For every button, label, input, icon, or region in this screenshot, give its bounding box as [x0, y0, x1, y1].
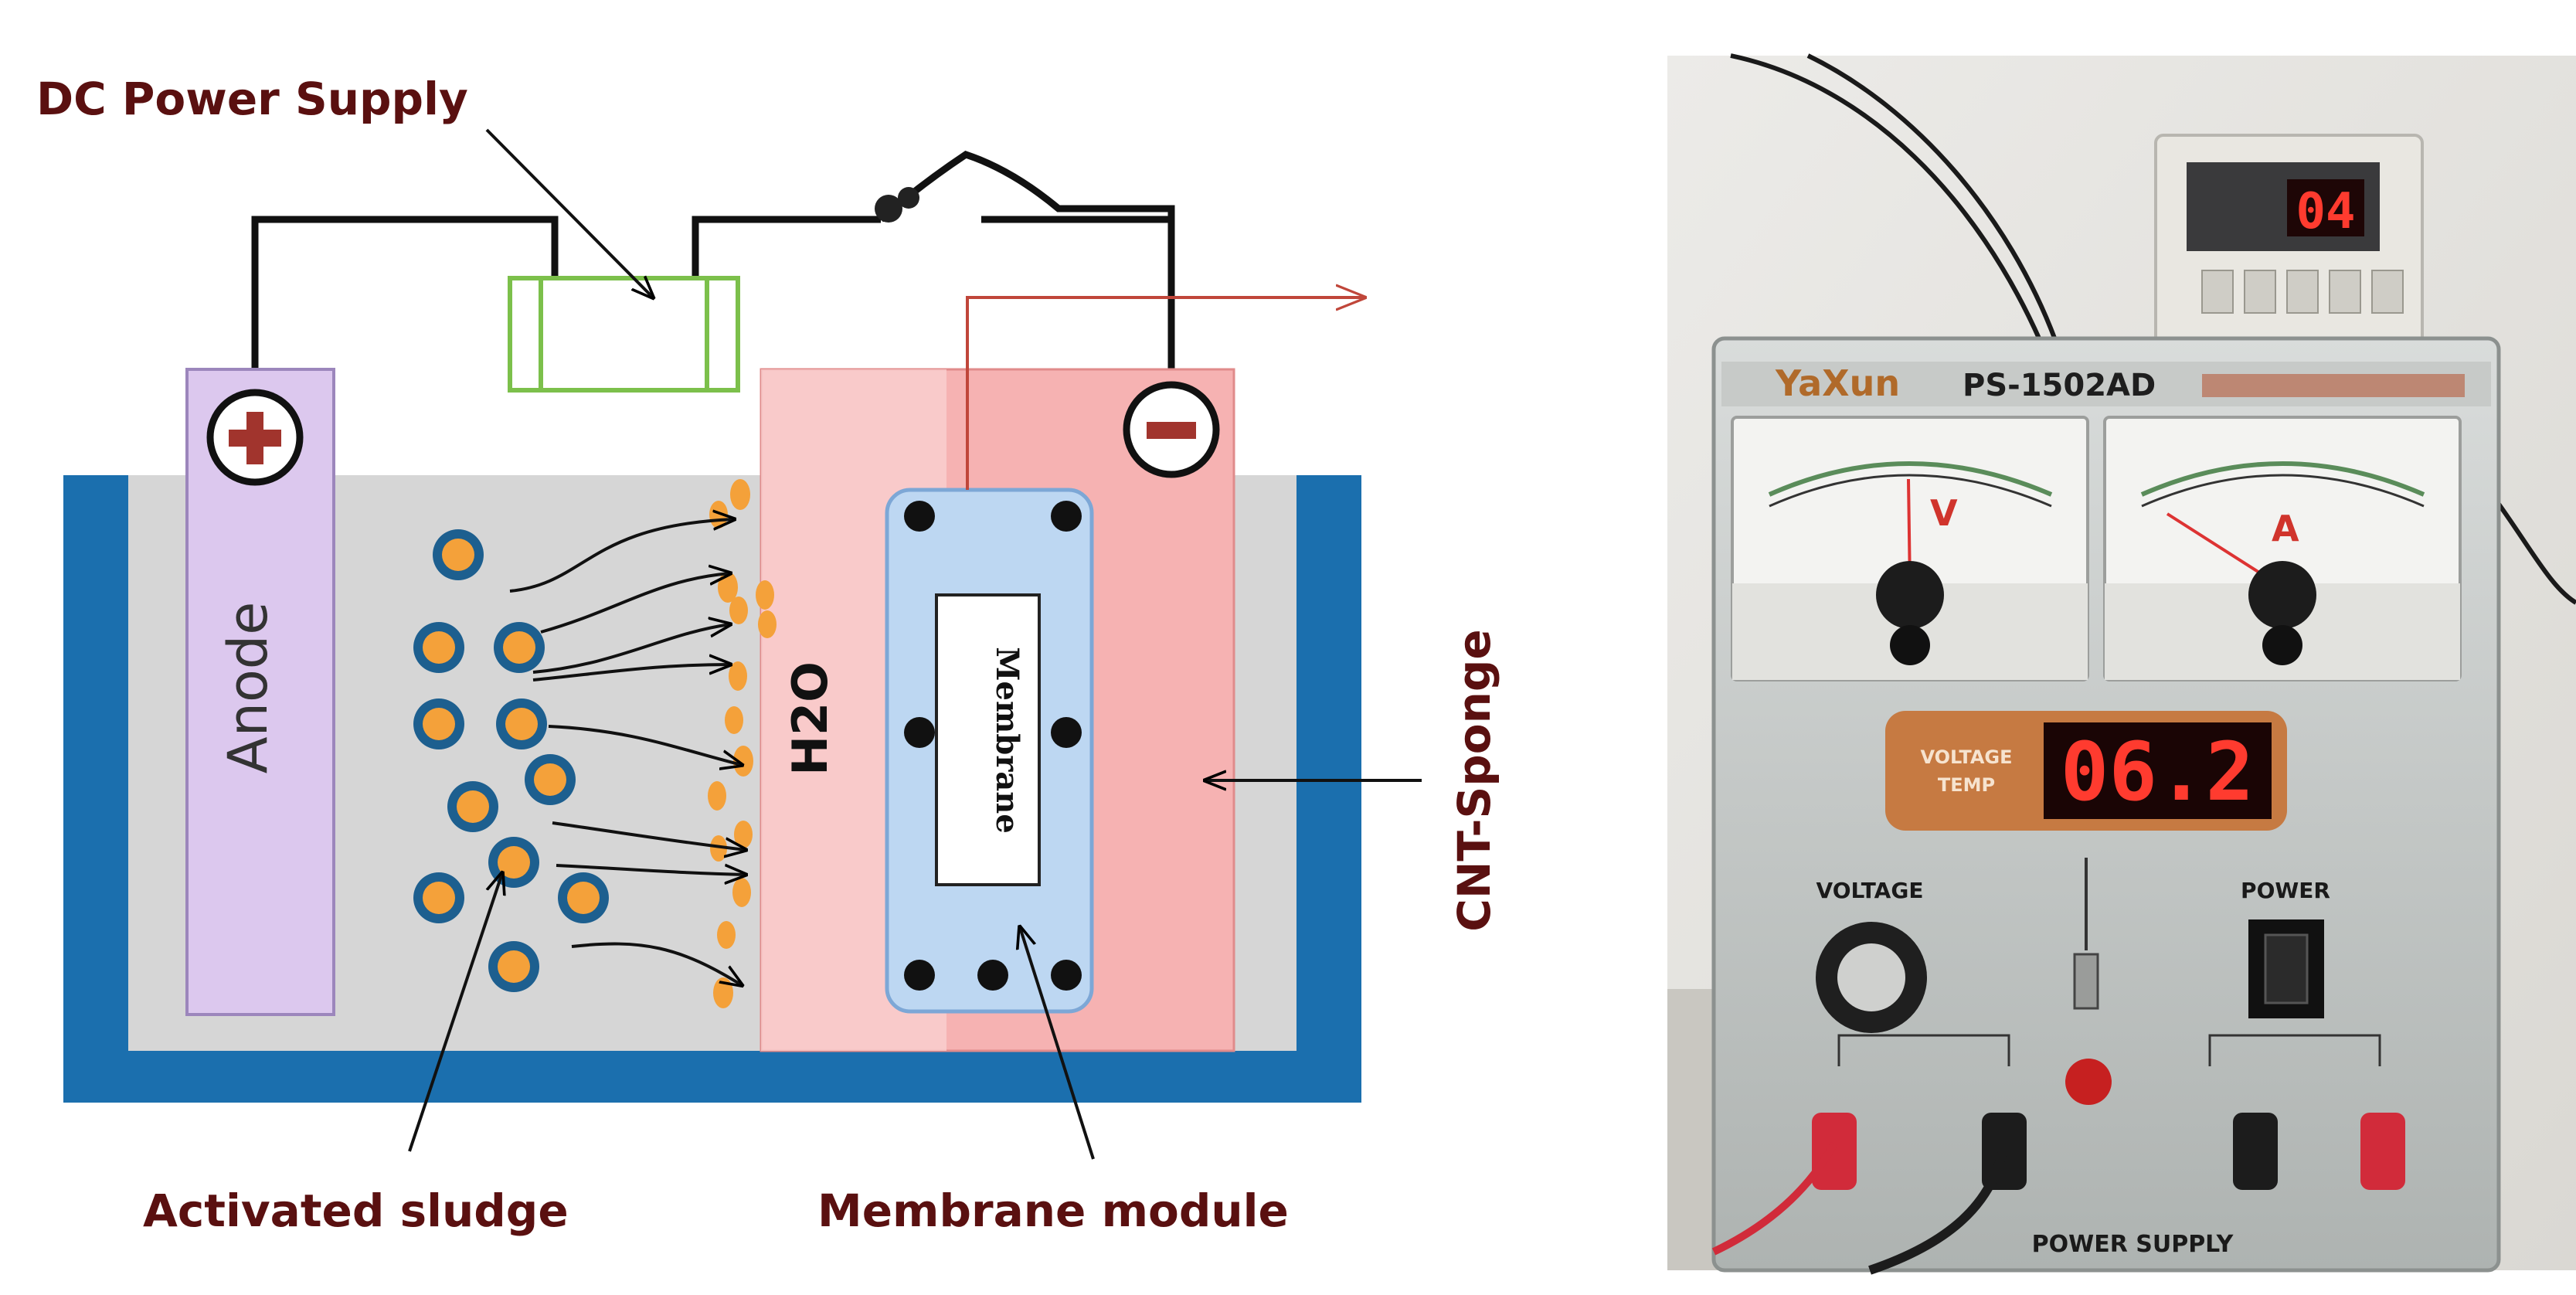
switch-knob-icon — [875, 195, 902, 223]
model-label: PS-1502AD — [1963, 368, 2156, 403]
module-label: Membrane module — [817, 1185, 1289, 1237]
photo-cables — [1730, 53, 2576, 605]
switch-knob-icon — [898, 187, 919, 209]
voltmeter: V — [1731, 416, 2089, 681]
wire-anode — [251, 216, 559, 369]
membrane-label: Membrane — [989, 647, 1025, 834]
power-supply-photo: 04 YaXun PS-1502AD V — [1667, 53, 2576, 1275]
sponge-label: CNT-Sponge — [1448, 629, 1500, 932]
meter-adjust-knob-icon — [1876, 561, 1944, 629]
sludge-particle — [488, 837, 539, 888]
migration-arrows — [509, 519, 746, 985]
display-label-temp: TEMP — [1938, 774, 1995, 796]
module-bolts — [904, 501, 1082, 991]
sludge-particle — [413, 698, 464, 749]
sludge-particle — [413, 622, 464, 673]
dc-power-supply-unit: YaXun PS-1502AD V A — [1711, 336, 2501, 1275]
brand-label: YaXun — [1775, 362, 1900, 404]
output-terminals — [1711, 1113, 2405, 1275]
amp-symbol: A — [2272, 508, 2299, 549]
wire-cathode — [878, 151, 1175, 369]
sludge-particle — [413, 872, 464, 923]
schematic-diagram: Anode H2O Membrane — [36, 73, 1500, 1237]
meter-adjust-knob-icon — [2248, 561, 2316, 629]
permeate-outlet-arrow — [966, 297, 1364, 490]
sludge-particle — [494, 622, 545, 673]
membrane-module: Membrane — [885, 488, 1094, 1014]
red-lead — [1711, 1141, 1838, 1256]
sludge-particle — [488, 941, 539, 992]
sludge-particle — [496, 698, 547, 749]
pointer-sludge — [408, 873, 502, 1152]
sludge-label: Activated sludge — [143, 1185, 569, 1237]
power-supply-label: DC Power Supply — [36, 73, 468, 125]
water-label: H2O — [782, 661, 838, 776]
wire-top — [692, 216, 881, 278]
control-panel: VOLTAGE POWER — [1816, 858, 2381, 1105]
voltage-display: 06.2 — [2061, 725, 2254, 819]
reset-button-icon — [2065, 1059, 2112, 1105]
sludge-particles — [413, 529, 609, 992]
ammeter: A — [2103, 416, 2462, 681]
sludge-particle — [433, 529, 484, 580]
sludge-particle — [525, 754, 576, 805]
membrane-sheet — [935, 593, 1041, 886]
volt-symbol: V — [1930, 492, 1958, 534]
sludge-particle — [558, 872, 609, 923]
voltage-knob-label: VOLTAGE — [1816, 878, 1924, 903]
footer-label: POWER SUPPLY — [2032, 1231, 2234, 1258]
pointer-power-supply — [485, 128, 653, 297]
timer-buttons — [2201, 270, 2404, 314]
anode-label: Anode — [216, 602, 280, 774]
black-lead — [1868, 1142, 2009, 1275]
power-label: POWER — [2241, 878, 2330, 903]
dc-power-supply-box — [508, 276, 740, 393]
mode-switch-icon — [2073, 953, 2099, 1010]
timer-display: 04 — [2296, 183, 2355, 240]
sludge-particle — [447, 781, 498, 832]
digital-display-panel: VOLTAGE TEMP 06.2 — [1885, 711, 2287, 831]
timer-module: 04 — [2154, 134, 2424, 345]
display-label-voltage: VOLTAGE — [1920, 746, 2012, 768]
anode-electrode: Anode — [185, 368, 335, 1016]
pointer-module — [1020, 927, 1095, 1160]
label-pointers — [408, 128, 1422, 1160]
